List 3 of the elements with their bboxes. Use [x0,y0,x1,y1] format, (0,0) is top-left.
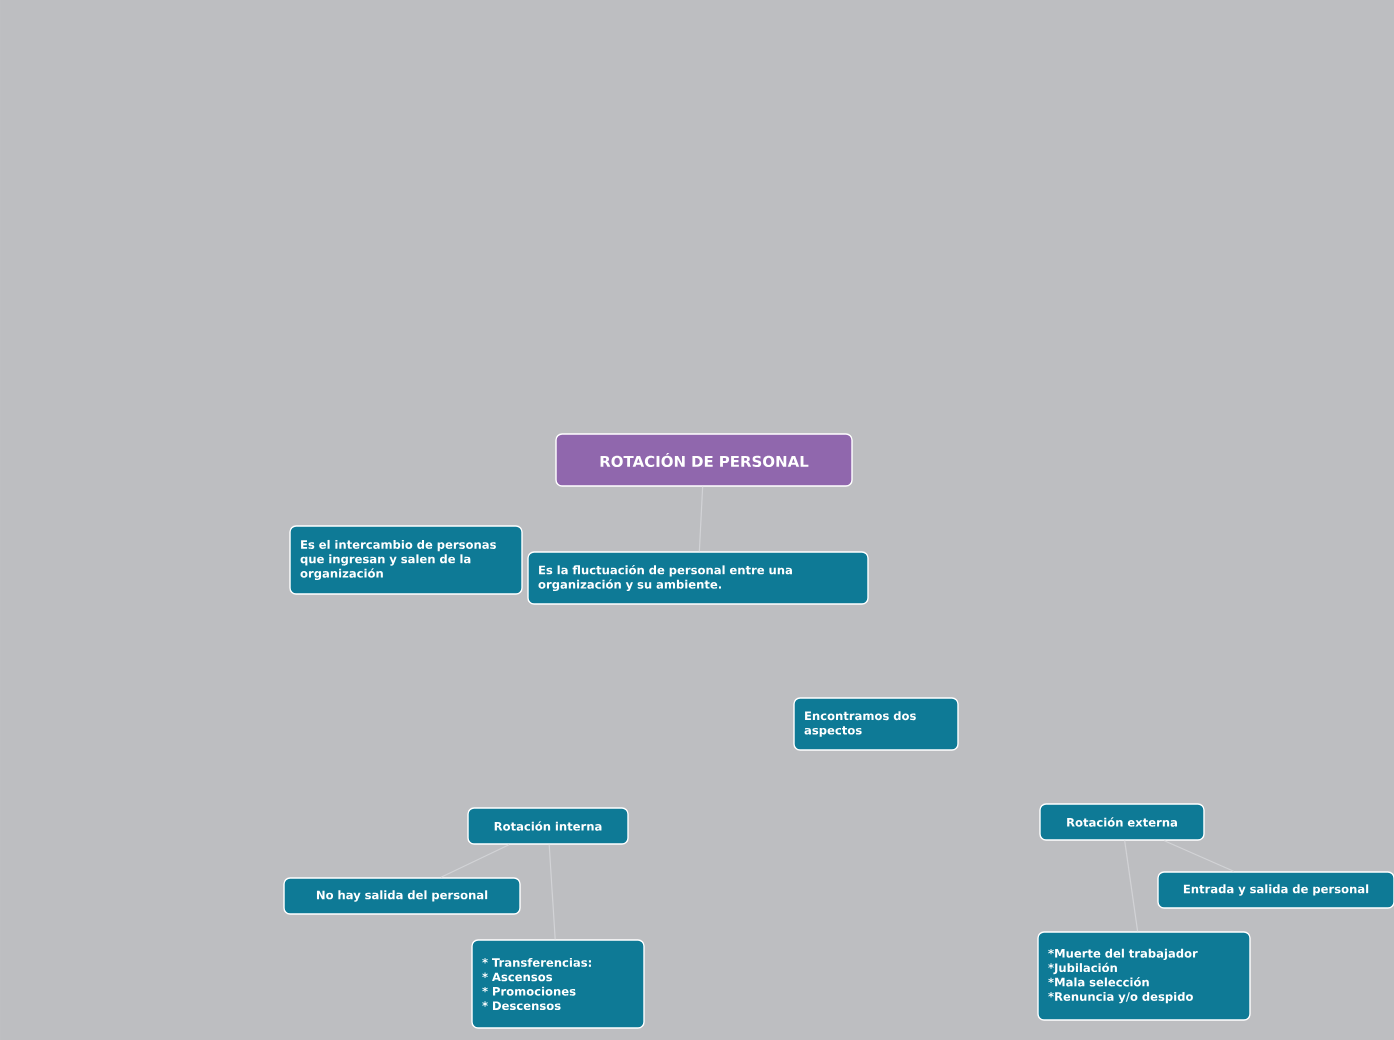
connector-line [1124,840,1139,932]
connector-line [440,844,510,878]
connector-line [1163,840,1235,872]
